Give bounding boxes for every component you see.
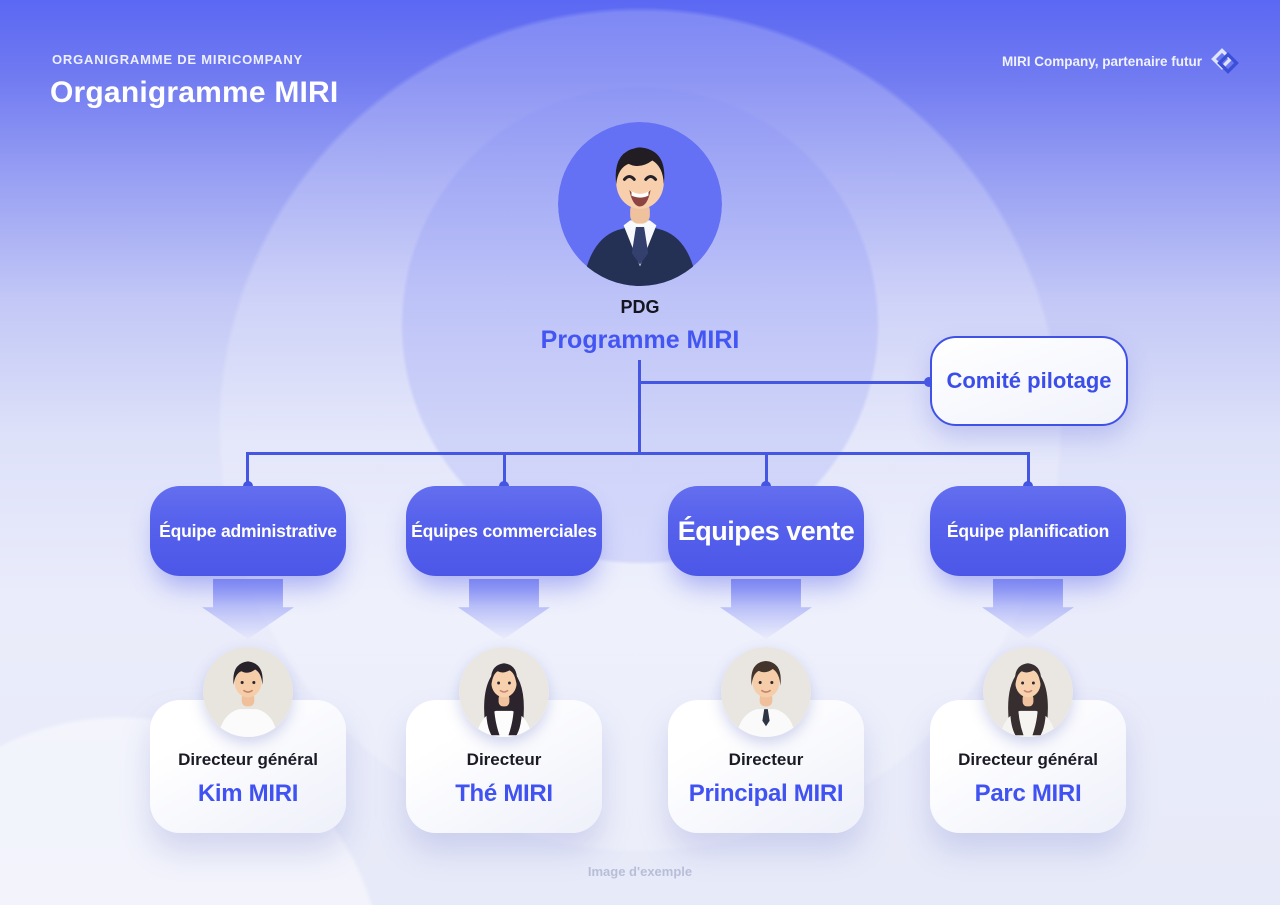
brand-tagline: MIRI Company, partenaire futur <box>1002 46 1240 76</box>
director-role: Directeur <box>466 750 542 769</box>
connector-horizontal-span <box>247 452 1030 455</box>
committee-label: Comité pilotage <box>946 368 1112 393</box>
ceo-role: PDG <box>620 297 660 317</box>
woman-portrait-icon <box>983 647 1073 737</box>
connector-ceo-vertical <box>638 360 641 454</box>
page-title: Organigramme MIRI <box>50 76 339 109</box>
team-label: Équipe planification <box>946 520 1110 541</box>
team-label: Équipe administrative <box>159 520 337 541</box>
director-role: Directeur <box>728 750 804 769</box>
down-arrow-icon <box>202 579 294 639</box>
down-arrow-icon <box>720 579 812 639</box>
miri-diamond-logo-icon <box>1211 48 1239 74</box>
connector-drop-3 <box>765 452 768 486</box>
team-label: Équipes commerciales <box>411 520 597 541</box>
director-avatar-kim <box>203 647 293 737</box>
director-name: Principal MIRI <box>688 780 844 807</box>
director-role: Directeur général <box>958 750 1098 769</box>
down-arrow-icon <box>982 579 1074 639</box>
committee-node[interactable]: Comité pilotage <box>930 336 1128 426</box>
ceo-portrait-icon <box>558 122 722 286</box>
director-role: Directeur général <box>178 750 318 769</box>
team-node-administrative[interactable]: Équipe administrative <box>150 486 346 576</box>
director-name: Kim MIRI <box>197 780 299 807</box>
connector-to-committee <box>640 381 930 384</box>
connector-drop-1 <box>246 452 249 486</box>
connector-drop-4 <box>1027 452 1030 486</box>
down-arrow-icon <box>458 579 550 639</box>
director-name: Parc MIRI <box>974 780 1082 807</box>
director-card-the[interactable]: Directeur Thé MIRI <box>406 700 602 833</box>
connector-dot-committee <box>924 377 934 387</box>
eyebrow-text: ORGANIGRAMME DE MIRICOMPANY <box>52 52 304 67</box>
director-avatar-parc <box>983 647 1073 737</box>
team-node-planification[interactable]: Équipe planification <box>930 486 1126 576</box>
man-portrait-icon <box>721 647 811 737</box>
team-node-commerciales[interactable]: Équipes commerciales <box>406 486 602 576</box>
director-avatar-principal <box>721 647 811 737</box>
ceo-name: Programme MIRI <box>540 326 740 354</box>
team-label: Équipes vente <box>677 515 855 546</box>
woman-portrait-icon <box>459 647 549 737</box>
brand-label: MIRI Company, partenaire futur <box>1001 53 1202 69</box>
ceo-avatar[interactable] <box>558 122 722 286</box>
man-portrait-icon <box>203 647 293 737</box>
team-node-vente[interactable]: Équipes vente <box>668 486 864 576</box>
director-name: Thé MIRI <box>455 780 553 807</box>
connector-drop-2 <box>503 452 506 486</box>
director-avatar-the <box>459 647 549 737</box>
example-caption: Image d'exemple <box>587 864 693 879</box>
